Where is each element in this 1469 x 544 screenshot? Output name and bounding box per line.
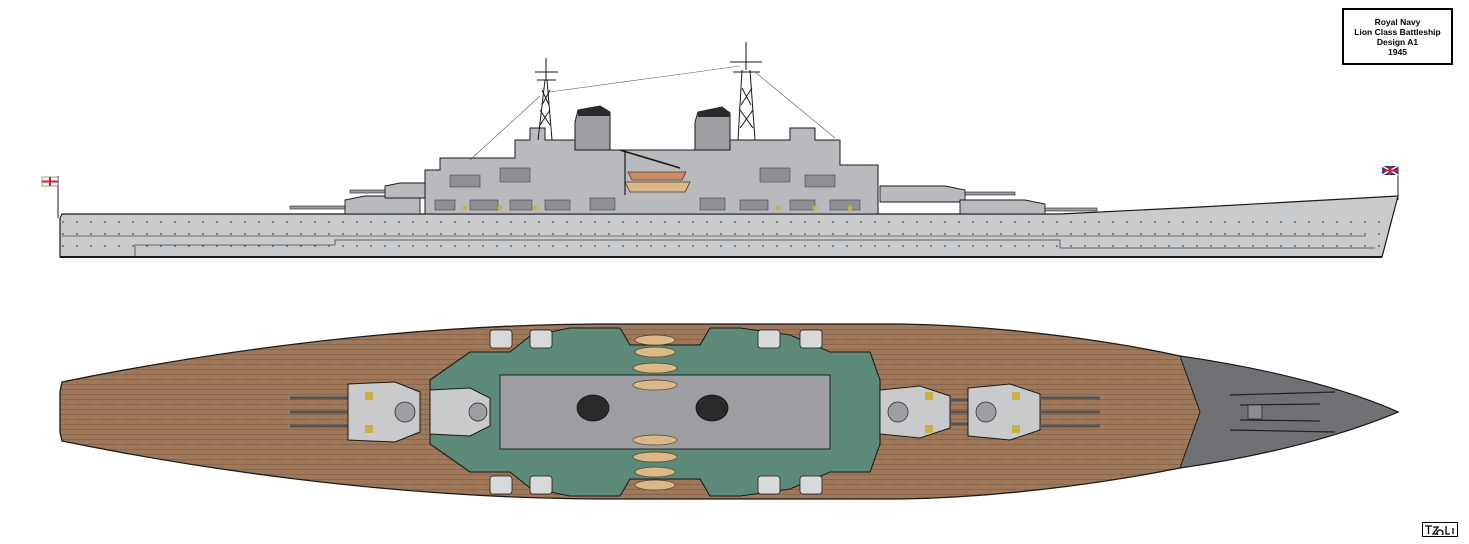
title-line-class: Lion Class Battleship [1354,26,1441,37]
y-turret-side [289,195,421,215]
forward-funnel-top [695,394,729,422]
boats-plan [632,334,678,491]
side-profile [41,42,1399,258]
title-block: Royal Navy Lion Class Battleship Design … [1342,8,1453,65]
superstructure-details [434,167,861,211]
x-turret-side [349,182,426,199]
bow-jack-flag [1381,165,1399,200]
aft-mast [535,58,558,141]
forecastle-steel [1179,355,1400,469]
stern-ensign-flag [41,176,59,218]
signature-logo [1425,525,1454,535]
title-line-navy: Royal Navy [1374,16,1421,27]
aft-funnel-top [576,394,610,422]
secondary-mounts-plan [489,329,823,495]
a-turret-plan [967,383,1100,441]
forward-mast [730,42,762,141]
plan-view [59,323,1400,500]
turret-hatches [365,392,1020,433]
b-turret-side [879,185,1016,203]
boat-deck [619,149,691,195]
x-turret-plan [429,387,491,437]
title-line-design: Design A1 [1376,36,1419,47]
a-turret-side [959,199,1098,215]
rigging [469,65,836,161]
artist-signature [1422,522,1458,537]
title-line-year: 1945 [1388,46,1407,57]
